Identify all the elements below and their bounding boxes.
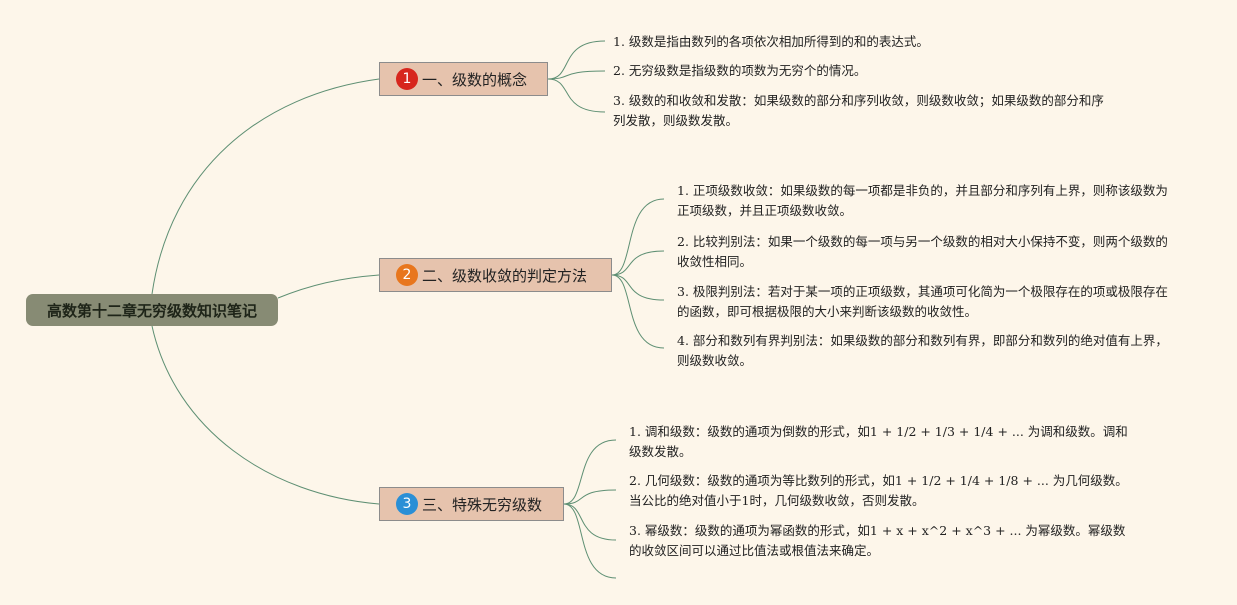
branch-node-3[interactable]: 3 三、特殊无穷级数	[379, 487, 564, 521]
branch-3-leaf-line-1	[563, 439, 617, 505]
root-to-branch-2-line	[277, 274, 380, 299]
root-to-branch-1-line	[151, 78, 380, 295]
branch-2-leaf-line-1	[611, 198, 665, 276]
branch-2-leaf-line-3	[611, 274, 665, 301]
number-1-icon: 1	[396, 68, 418, 90]
branch-3-leaf-line-3	[563, 503, 617, 541]
branch-3-leaf-line-4	[563, 503, 617, 579]
branch-1-leaf-line-2	[547, 70, 606, 80]
root-label: 高数第十二章无穷级数知识笔记	[46, 301, 257, 320]
leaf-3-3[interactable]: 3. 幂级数：级数的通项为幂函数的形式，如1 + x + x^2 + x^3 +…	[629, 523, 1126, 558]
root-to-branch-3-line	[151, 325, 380, 505]
leaf-2-1[interactable]: 1. 正项级数收敛：如果级数的每一项都是非负的，并且部分和序列有上界，则称该级数…	[677, 183, 1168, 218]
leaf-2-2[interactable]: 2. 比较判别法：如果一个级数的每一项与另一个级数的相对大小保持不变，则两个级数…	[677, 234, 1168, 269]
branch-2-leaf-line-4	[611, 274, 665, 349]
branch-node-2[interactable]: 2 二、级数收敛的判定方法	[379, 258, 612, 292]
branch-1-leaf-line-1	[547, 40, 606, 80]
branch-label-1: 一、级数的概念	[422, 70, 528, 89]
leaf-1-1[interactable]: 1. 级数是指由数列的各项依次相加所得到的和的表达式。	[613, 34, 929, 49]
branch-node-1[interactable]: 1 一、级数的概念	[379, 62, 548, 96]
number-2-icon: 2	[396, 264, 418, 286]
number-3-icon: 3	[396, 493, 418, 515]
branch-3-leaf-line-2	[563, 489, 617, 505]
leaf-3-1[interactable]: 1. 调和级数：级数的通项为倒数的形式，如1 + 1/2 + 1/3 + 1/4…	[629, 424, 1128, 459]
branch-1-leaf-line-3	[547, 78, 606, 113]
leaf-1-3[interactable]: 3. 级数的和收敛和发散：如果级数的部分和序列收敛，则级数收敛；如果级数的部分和…	[613, 93, 1104, 128]
branch-2-leaf-line-2	[611, 250, 665, 276]
leaf-2-3[interactable]: 3. 极限判别法：若对于某一项的正项级数，其通项可化简为一个极限存在的项或极限存…	[677, 284, 1168, 319]
leaf-1-2[interactable]: 2. 无穷级数是指级数的项数为无穷个的情况。	[613, 63, 867, 78]
leaf-2-4[interactable]: 4. 部分和数列有界判别法：如果级数的部分和数列有界，即部分和数列的绝对值有上界…	[677, 333, 1168, 368]
root-node[interactable]: 高数第十二章无穷级数知识笔记	[26, 294, 278, 326]
branch-label-2: 二、级数收敛的判定方法	[422, 266, 588, 285]
leaf-3-2[interactable]: 2. 几何级数：级数的通项为等比数列的形式，如1 + 1/2 + 1/4 + 1…	[629, 473, 1128, 508]
branch-label-3: 三、特殊无穷级数	[422, 495, 543, 514]
